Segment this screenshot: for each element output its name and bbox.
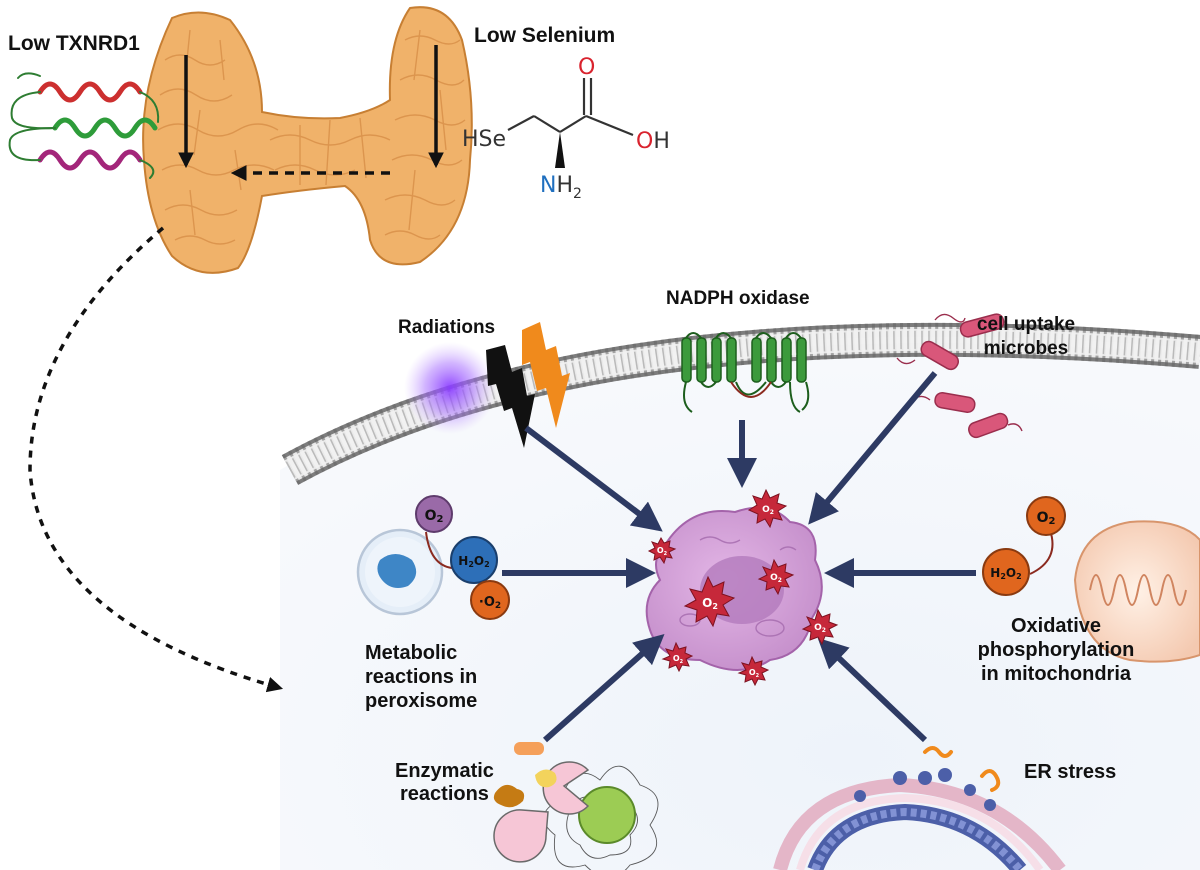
ros-source-arrows	[502, 371, 976, 743]
ros-burst	[647, 536, 677, 565]
nadph-oxidase-protein	[681, 332, 810, 413]
peroxisome-illustration	[356, 528, 444, 616]
label-enzymatic-1: Enzymatic	[395, 760, 494, 782]
selenocysteine-molecule	[507, 78, 634, 168]
ros-burst	[747, 488, 788, 529]
bacteria-microbes	[920, 313, 1009, 439]
label-oxidative-3: in mitochondria	[981, 663, 1132, 685]
svg-text:O2: O2	[1037, 510, 1056, 527]
mitochondria-o2-node: O2	[1026, 496, 1066, 536]
ros-burst	[737, 655, 770, 687]
molecule-nh2-label: NH2	[540, 173, 582, 202]
ros-burst	[683, 575, 736, 628]
superoxide-bursts	[647, 488, 839, 687]
thyroid-arrows	[178, 45, 444, 181]
svg-text:O2: O2	[425, 508, 444, 525]
ros-burst	[757, 558, 795, 596]
svg-text:H2O2: H2O2	[990, 566, 1021, 581]
label-nadph-oxidase: NADPH oxidase	[666, 288, 810, 309]
svg-text:·O2: ·O2	[479, 595, 501, 611]
dotted-curved-arrow	[28, 226, 284, 693]
mitochondria-illustration	[1073, 520, 1200, 663]
orange-lightning-icon	[522, 322, 570, 428]
peroxisome-o2-node: O2	[415, 495, 453, 533]
arrow-microbes	[808, 371, 938, 525]
svg-text:O2: O2	[657, 546, 668, 557]
ros-burst	[801, 608, 839, 646]
svg-text:O2: O2	[702, 596, 718, 611]
superoxide-burst-labels: O2 O2 O2 O2 O2 O2 O2	[657, 505, 826, 679]
svg-text:O2: O2	[762, 505, 774, 516]
svg-text:O2: O2	[814, 623, 826, 634]
label-low-selenium: Low Selenium	[474, 24, 615, 47]
molecule-oh-label: OH	[636, 129, 670, 154]
radiation-glow	[404, 342, 496, 434]
enzymatic-reactions-illustration	[493, 742, 659, 870]
peroxisome-superoxide-node: ·O2	[470, 580, 510, 620]
peroxisome-reaction-arrow	[425, 531, 453, 569]
label-metabolic-2: reactions in	[365, 666, 477, 688]
svg-text:H2O2: H2O2	[458, 554, 489, 569]
arrow-radiations	[524, 425, 663, 532]
molecule-o-label: O	[578, 55, 595, 80]
label-oxidative-2: phosphorylation	[978, 639, 1135, 661]
label-oxidative-1: Oxidative	[1011, 615, 1101, 637]
label-metabolic-3: peroxisome	[365, 690, 477, 712]
arrow-enzymatic	[543, 634, 665, 743]
svg-text:O2: O2	[673, 654, 684, 665]
svg-text:O2: O2	[749, 668, 760, 679]
label-radiations: Radiations	[398, 317, 495, 338]
cell-membrane	[281, 322, 1200, 485]
label-metabolic-1: Metabolic	[365, 642, 457, 664]
endoplasmic-reticulum-illustration	[773, 746, 1066, 870]
mitochondria-h2o2-node: H2O2	[982, 548, 1030, 596]
peroxisome-h2o2-node: H2O2	[450, 536, 498, 584]
label-microbes: microbes	[984, 338, 1068, 359]
label-cell-uptake: cell uptake	[977, 314, 1075, 335]
svg-text:O2: O2	[770, 573, 782, 584]
label-er-stress: ER stress	[1024, 761, 1116, 783]
txnrd1-protein-helices	[8, 72, 160, 179]
ros-burst	[661, 641, 694, 673]
molecule-hse-label: HSe	[462, 127, 506, 152]
thyroid-gland-illustration	[142, 6, 473, 274]
label-enzymatic-2: reactions	[400, 783, 489, 805]
black-lightning-icon	[486, 345, 535, 448]
label-low-txnrd1: Low TXNRD1	[8, 32, 140, 55]
arrow-er	[817, 637, 928, 743]
